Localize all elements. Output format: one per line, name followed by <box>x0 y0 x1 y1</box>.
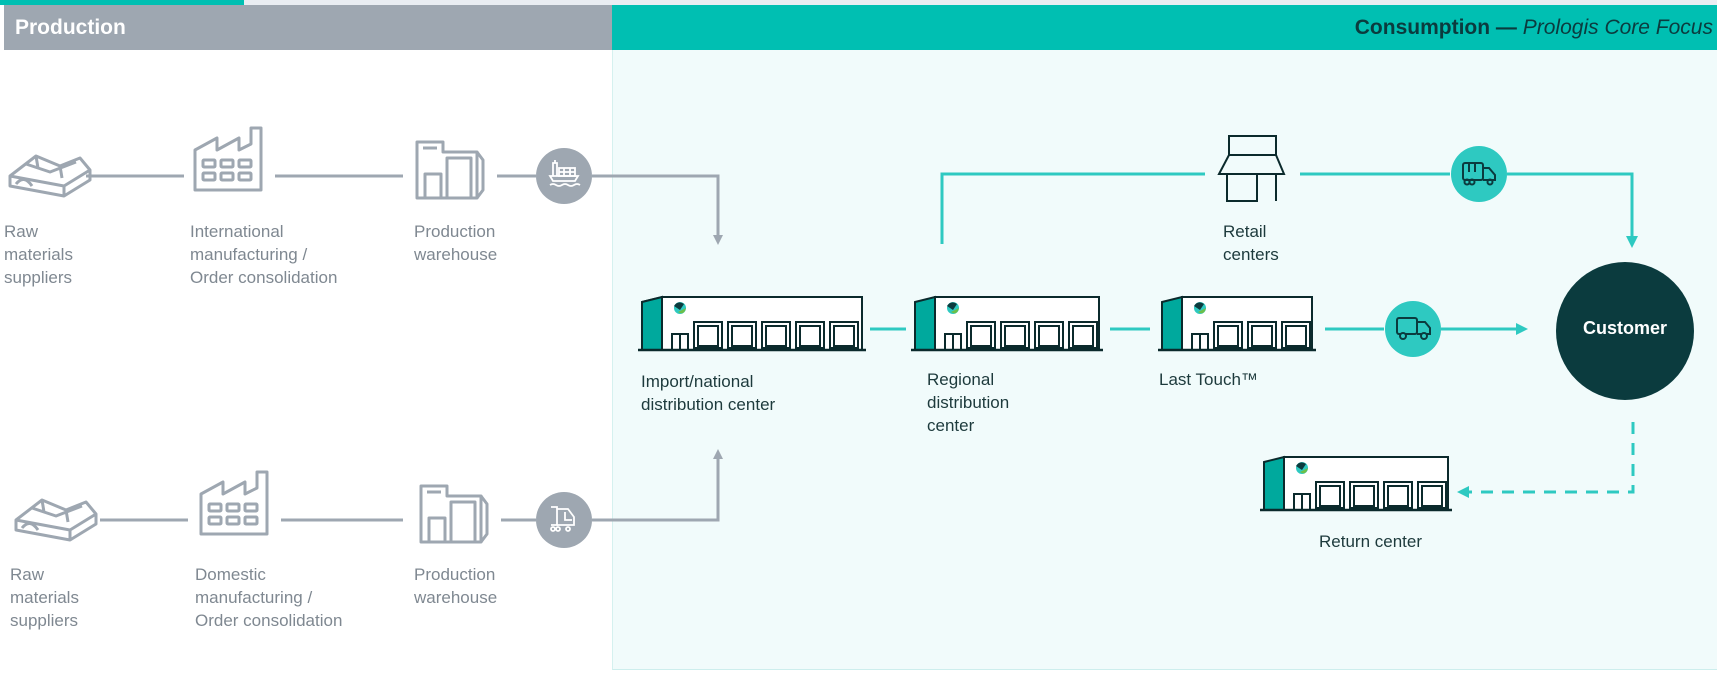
production-header: Production <box>4 5 612 50</box>
factory-icon <box>193 126 263 192</box>
customer-node <box>1556 262 1694 400</box>
production-header-label: Production <box>15 16 126 39</box>
label-line: Last Touch™ <box>1159 370 1258 389</box>
factory-icon <box>199 470 269 536</box>
consumption-header: Consumption — Prologis Core Focus <box>612 5 1717 50</box>
label-retail-centers: Retail centers <box>1223 220 1279 266</box>
label-line: manufacturing / <box>195 588 313 607</box>
label-line: Return center <box>1319 532 1422 551</box>
label-line: suppliers <box>10 611 79 630</box>
label-line: Order consolidation <box>190 268 338 287</box>
semi-truck-icon <box>536 492 592 548</box>
label-domestic-manufacturing: Domestic manufacturing / Order consolida… <box>195 563 342 632</box>
customer-label: Customer <box>1582 318 1667 338</box>
delivery-truck-icon <box>1385 301 1441 357</box>
label-production-warehouse-intl: Production warehouse <box>414 220 497 266</box>
last-touch-building-icon <box>1156 295 1318 352</box>
label-line: Raw <box>4 222 39 241</box>
label-line: Import/national <box>641 372 754 391</box>
top-strip <box>0 0 1717 5</box>
flow-retail-to-customer <box>1507 172 1638 248</box>
label-last-touch: Last Touch™ <box>1159 368 1258 391</box>
consumption-header-separator: — <box>1490 16 1523 39</box>
box-truck-icon <box>1451 146 1507 202</box>
cargo-ship-icon <box>536 148 592 204</box>
flow-regional-to-retail <box>940 172 1205 244</box>
consumption-header-label: Consumption <box>1354 16 1491 39</box>
storefront-icon <box>1217 135 1286 202</box>
label-line: Regional <box>927 370 995 389</box>
label-line: distribution center <box>641 395 776 414</box>
flow-domestic-to-import-dc <box>592 449 723 522</box>
return-center-building-icon <box>1258 455 1454 512</box>
label-line: centers <box>1223 245 1279 264</box>
flow-customer-to-return <box>1457 422 1635 498</box>
label-line: materials <box>4 245 73 264</box>
raw-materials-warehouse-icon <box>8 154 92 198</box>
label-line: warehouse <box>414 245 498 264</box>
label-international-manufacturing: International manufacturing / Order cons… <box>190 220 337 289</box>
label-line: distribution <box>927 393 1010 412</box>
label-line: Production <box>414 222 496 241</box>
label-line: Domestic <box>195 565 266 584</box>
label-return-center: Return center <box>1319 530 1422 553</box>
label-line: materials <box>10 588 79 607</box>
raw-materials-warehouse-icon <box>14 498 98 542</box>
label-line: warehouse <box>414 588 498 607</box>
top-accent-bar <box>0 0 244 5</box>
production-warehouse-icon <box>415 140 485 200</box>
label-production-warehouse-domestic: Production warehouse <box>414 563 497 609</box>
label-line: manufacturing / <box>190 245 308 264</box>
label-line: Production <box>414 565 496 584</box>
import-dc-building-icon <box>636 295 868 352</box>
label-raw-materials-domestic: Raw materials suppliers <box>10 563 79 632</box>
production-warehouse-icon <box>419 484 489 544</box>
flow-international-to-import-dc <box>592 174 723 245</box>
label-line: International <box>190 222 284 241</box>
regional-dc-building-icon <box>909 295 1105 352</box>
label-line: Order consolidation <box>195 611 343 630</box>
consumption-area <box>612 50 1717 670</box>
label-line: suppliers <box>4 268 73 287</box>
label-regional-dc: Regional distribution center <box>927 368 1009 437</box>
consumption-header-focus: Prologis Core Focus <box>1522 16 1713 39</box>
label-raw-materials-intl: Raw materials suppliers <box>4 220 73 289</box>
label-line: center <box>927 416 975 435</box>
label-line: Raw <box>10 565 45 584</box>
label-import-dc: Import/national distribution center <box>641 370 775 416</box>
label-line: Retail <box>1223 222 1267 241</box>
